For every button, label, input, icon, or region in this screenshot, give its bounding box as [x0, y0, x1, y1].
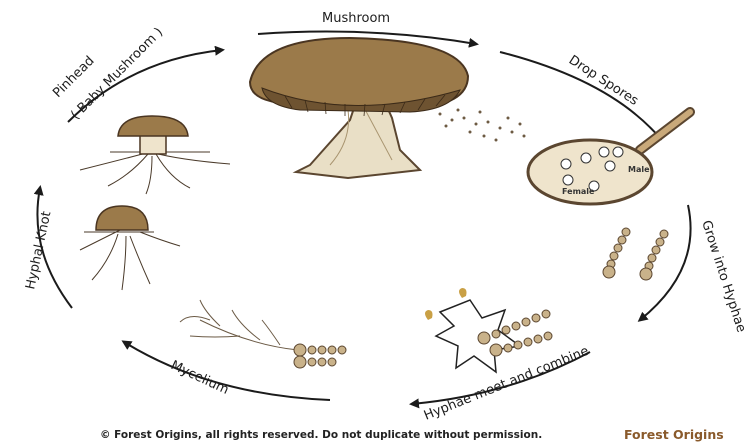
label-hyphae-meet: Hyphae meet and combine	[422, 344, 591, 424]
label-mushroom: Mushroom	[322, 11, 390, 26]
hyphae-meet-illustration	[425, 288, 552, 372]
mycelium-illustration	[180, 300, 346, 368]
copyright-notice: © Forest Origins, all rights reserved. D…	[100, 429, 542, 441]
label-grow-hyphae: Grow into Hyphae	[698, 219, 748, 335]
label-drop-spores: Drop Spores	[566, 53, 641, 109]
female-label: Female	[562, 187, 595, 196]
label-hyphal-knot: Hyphal Knot	[23, 210, 54, 291]
pinhead-illustration	[80, 116, 230, 194]
mushroom-illustration	[250, 38, 526, 178]
hyphae-chains-illustration	[603, 228, 668, 280]
male-label: Male	[628, 165, 650, 174]
brand-logo-text: Forest Origins	[624, 427, 724, 442]
hyphal-knot-illustration	[80, 206, 180, 290]
spores-magnifier-illustration: Male Female	[528, 112, 690, 204]
label-mycelium: Mycelium	[168, 358, 231, 398]
